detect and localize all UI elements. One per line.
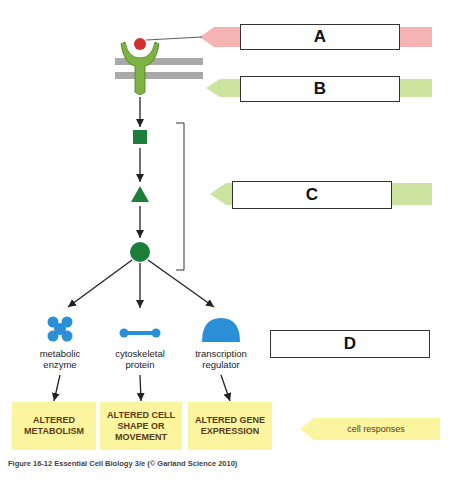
signal-arrow [139,148,140,182]
signal-arrow [148,260,214,307]
node-text: ALTERED GENE EXPRESSION [191,415,269,437]
callout-box: D [270,330,430,358]
flow-arrow [140,375,141,401]
node-text: B [314,79,326,99]
response-box: ALTERED GENE EXPRESSION [188,402,272,450]
signal-molecule [134,38,146,50]
target-protein: cytoskeletal protein [102,312,178,374]
response-box: ALTERED CELL SHAPE OR MOVEMENT [100,402,182,450]
callout-box: A [240,24,400,50]
node-text: cytoskeletal protein [102,348,178,370]
target-protein: transcription regulator [180,312,262,374]
signaling-protein [130,242,150,262]
response-box: ALTERED METABOLISM [12,402,96,450]
node-text: ALTERED METABOLISM [15,415,93,437]
protein-icon [180,312,262,348]
rod-bar [125,331,155,335]
enzyme-lobe [54,323,66,335]
protein-icon [102,312,178,348]
cytoskeletal-icon [120,329,161,338]
pointer-outline [300,418,440,440]
protein-icon [22,312,98,348]
leader-line [146,37,202,40]
signal-arrow [68,260,132,307]
node-text: A [314,27,326,47]
regulator-icon [202,318,240,342]
node-text: transcription regulator [180,348,262,370]
node-text: D [344,334,356,354]
signaling-protein [131,186,149,202]
enzyme-icon [48,317,73,342]
flow-arrow [54,375,60,401]
node-text: cell responses [335,424,405,434]
rod-end [152,329,161,338]
callout-box: C [232,181,392,209]
target-protein: metabolic enzyme [22,312,98,374]
signal-arrow [139,97,140,127]
rod-end [120,329,129,338]
signal-arrow [139,263,140,308]
node-text: C [306,185,318,205]
response-arrow: cell responses [300,418,440,440]
flow-arrow [221,375,230,401]
bracket [176,123,184,270]
node-text: ALTERED CELL SHAPE OR MOVEMENT [103,410,179,443]
node-text: metabolic enzyme [22,348,98,370]
figure-caption: Figure 16-12 Essential Cell Biology 3/e … [8,459,237,468]
callout-box: B [240,76,400,102]
membrane-layer [115,72,203,79]
signaling-protein [133,130,147,144]
signal-arrow [139,206,140,238]
